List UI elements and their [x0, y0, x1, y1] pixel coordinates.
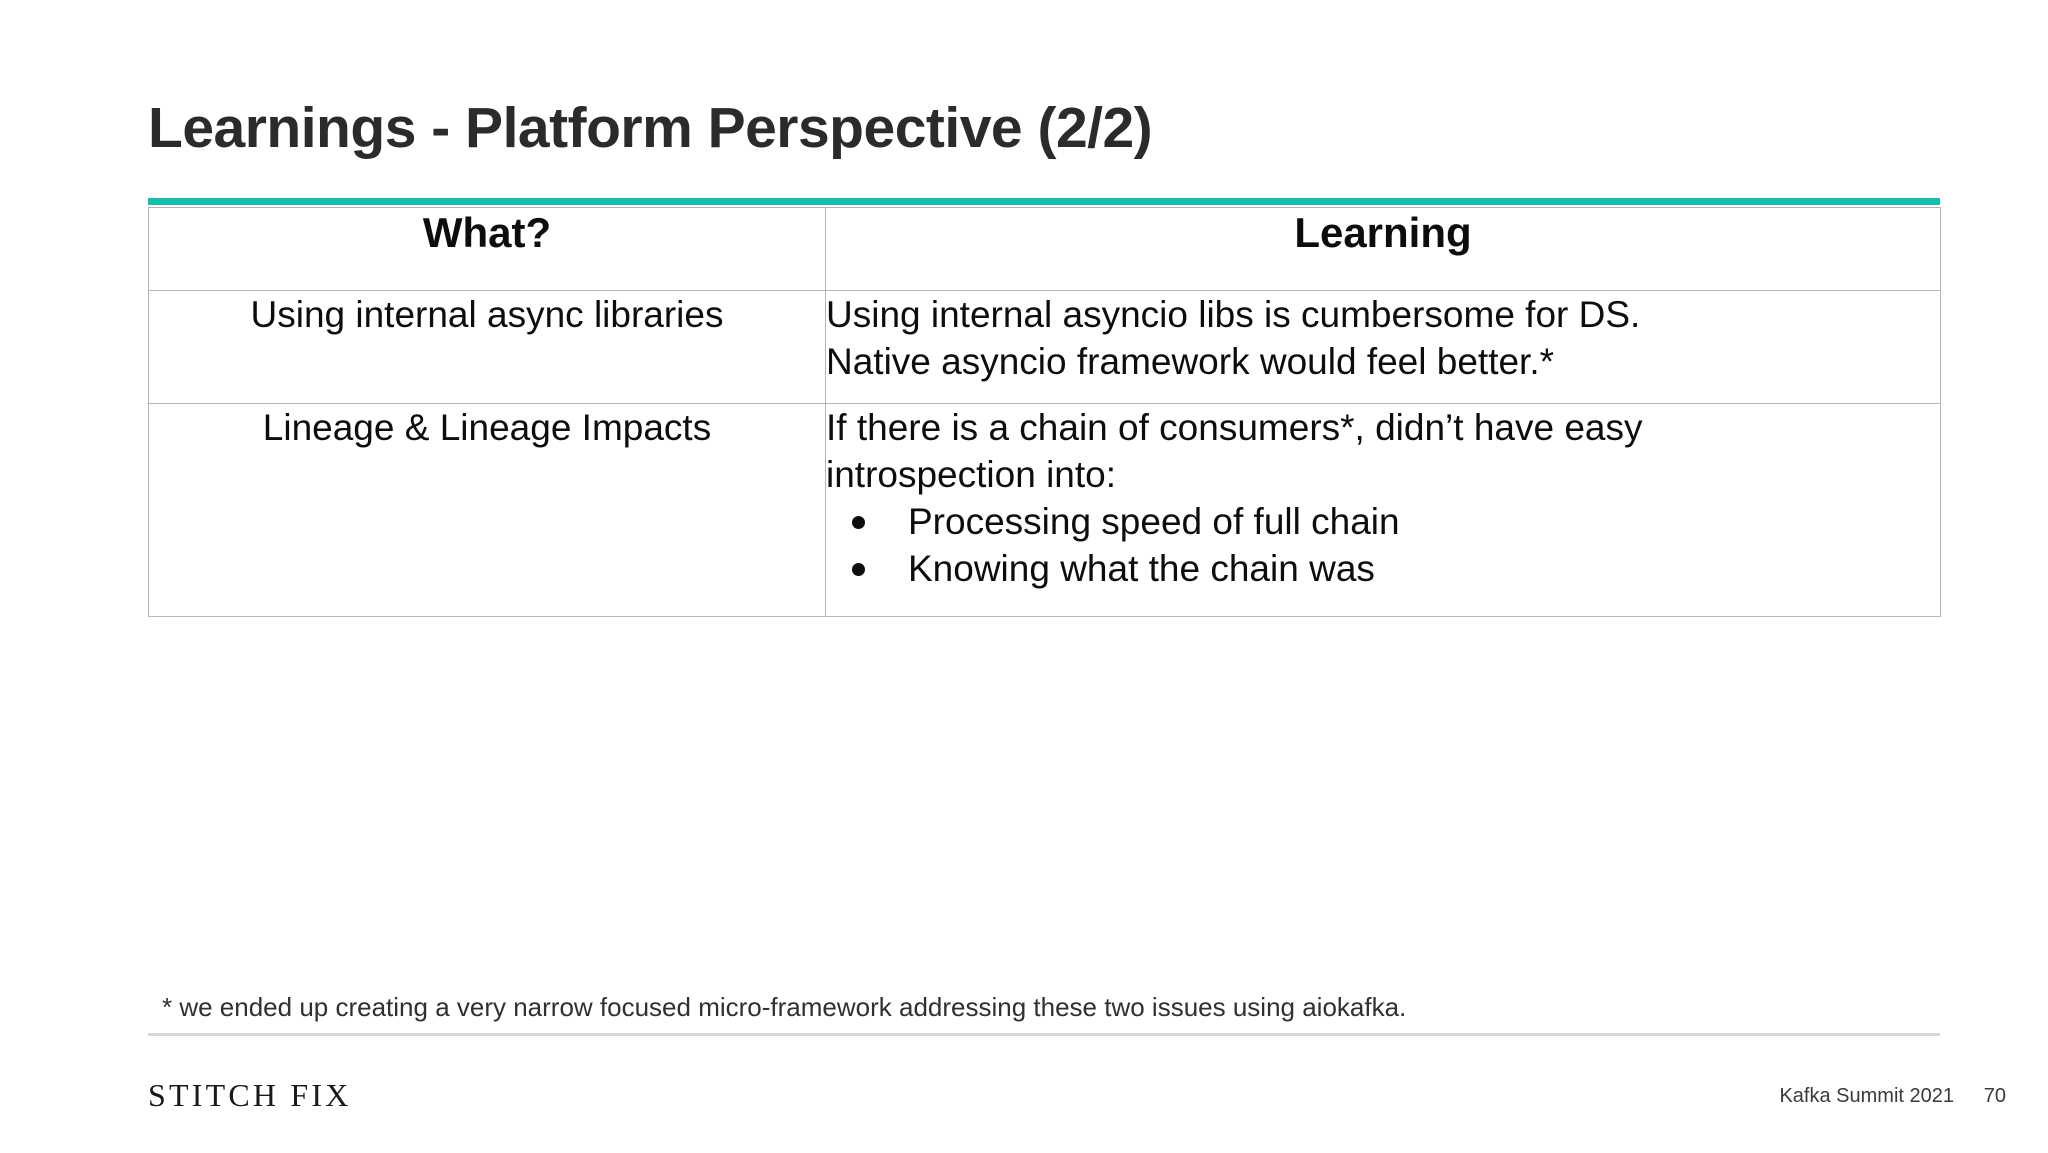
accent-bar [148, 198, 1940, 205]
cell-what-1: Lineage & Lineage Impacts [148, 403, 826, 617]
learning-line: Using internal asyncio libs is cumbersom… [826, 294, 1641, 335]
cell-learning-1: If there is a chain of consumers*, didn’… [825, 403, 1941, 617]
stitch-fix-logo: STITCH FIX [148, 1077, 352, 1113]
learning-bullet-list: Processing speed of full chain Knowing w… [826, 498, 1940, 592]
learnings-table: What? Learning Using internal async libr… [148, 207, 1941, 617]
table-row: Using internal async libraries Using int… [148, 290, 1941, 404]
learning-line: introspection into: [826, 454, 1117, 495]
column-header-learning: Learning [825, 207, 1941, 291]
table-row: Lineage & Lineage Impacts If there is a … [148, 403, 1941, 617]
list-item-label: Processing speed of full chain [908, 501, 1400, 542]
page-number: 70 [1983, 1085, 2006, 1107]
footer-meta: Kafka Summit 2021 70 [1779, 1085, 2006, 1108]
event-name: Kafka Summit 2021 [1779, 1085, 1954, 1107]
table-header-row: What? Learning [148, 207, 1941, 291]
cell-learning-0: Using internal asyncio libs is cumbersom… [825, 290, 1941, 404]
page-title: Learnings - Platform Perspective (2/2) [148, 96, 1153, 161]
bullet-dot-icon [852, 563, 865, 576]
column-header-what: What? [148, 207, 826, 291]
footnote-divider [148, 1033, 1940, 1036]
learning-line: If there is a chain of consumers*, didn’… [826, 407, 1643, 448]
footnote-text: * we ended up creating a very narrow foc… [162, 992, 1407, 1022]
list-item: Knowing what the chain was [852, 545, 1940, 592]
list-item-label: Knowing what the chain was [908, 548, 1375, 589]
list-item: Processing speed of full chain [852, 498, 1940, 545]
bullet-dot-icon [852, 516, 865, 529]
learning-line: Native asyncio framework would feel bett… [826, 341, 1555, 382]
learnings-table-container: What? Learning Using internal async libr… [148, 198, 1941, 617]
cell-what-0: Using internal async libraries [148, 290, 826, 404]
